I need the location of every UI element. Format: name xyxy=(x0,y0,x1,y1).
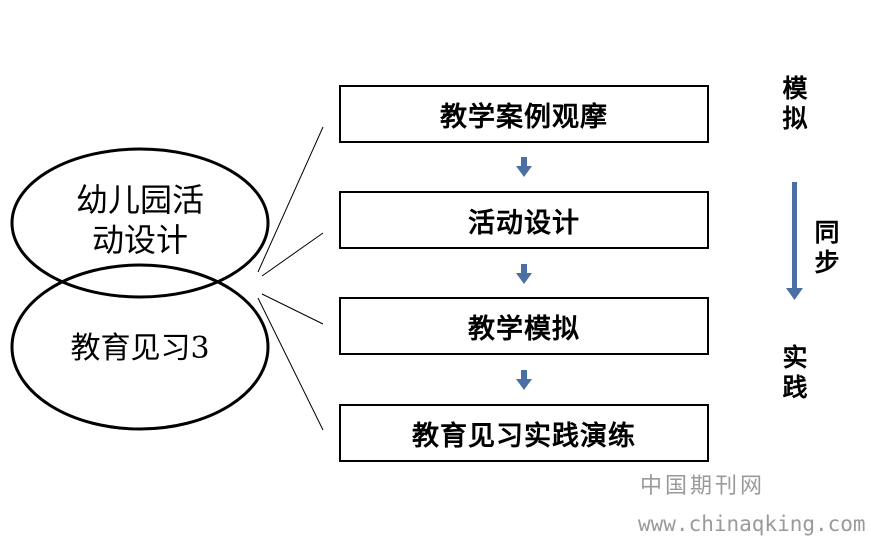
step-box-teaching-simulation: 教学模拟 xyxy=(339,297,709,355)
connector-line-1 xyxy=(257,126,324,273)
oval-label-line-1: 幼儿园活 xyxy=(75,181,204,219)
down-arrow-icon xyxy=(516,157,532,177)
side-label-practice: 实 践 xyxy=(775,343,815,403)
down-arrow-icon xyxy=(516,370,532,390)
step-arrows xyxy=(516,157,532,390)
watermark-site-name: 中国期刊网 xyxy=(640,474,766,499)
step-box-case-observation: 教学案例观摩 xyxy=(339,85,709,143)
connector-line-3 xyxy=(261,293,324,325)
step-box-activity-design: 活动设计 xyxy=(339,191,709,249)
oval-label-line-2: 动设计 xyxy=(91,221,188,259)
watermark-url: www.chinaqking.com xyxy=(638,512,866,536)
oval-kindergarten-design xyxy=(10,147,270,299)
oval-label-internship: 教育见习3 xyxy=(70,331,210,366)
side-label-simulation: 模 拟 xyxy=(775,74,815,134)
side-char: 拟 xyxy=(782,104,808,133)
oval-education-internship xyxy=(10,263,270,431)
down-arrow-icon xyxy=(516,264,532,284)
side-label-synchronous: 同 步 xyxy=(807,218,847,278)
connector-line-4 xyxy=(257,297,324,431)
oval-label-kindergarten: 幼儿园活 动设计 xyxy=(40,180,240,260)
side-char: 模 xyxy=(782,74,808,103)
side-char: 践 xyxy=(782,373,808,402)
long-down-arrow-icon xyxy=(786,182,803,300)
side-char: 同 xyxy=(814,218,840,247)
connector-line-2 xyxy=(261,232,324,277)
step-box-internship-practice: 教育见习实践演练 xyxy=(339,404,709,462)
side-char: 步 xyxy=(814,248,840,277)
side-char: 实 xyxy=(782,343,808,372)
